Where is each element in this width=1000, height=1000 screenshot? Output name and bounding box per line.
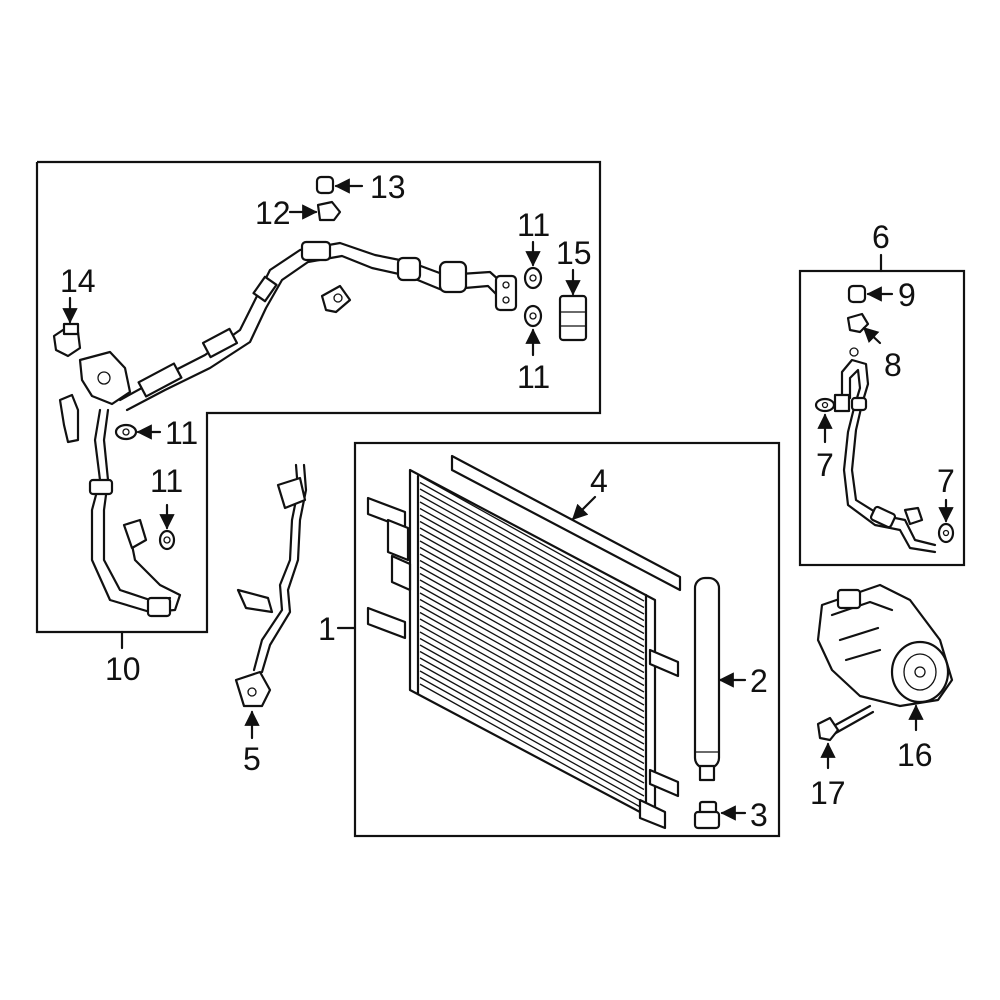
condenser-fin xyxy=(419,663,645,791)
callout-4: 4 xyxy=(590,463,608,499)
part-3-plug xyxy=(693,800,721,830)
condenser-fin xyxy=(419,481,645,609)
condenser-fin xyxy=(419,546,645,674)
callout-7-right: 7 xyxy=(937,463,955,499)
group-box-1 xyxy=(353,441,781,838)
part-14-sensor xyxy=(52,322,82,358)
condenser-fin xyxy=(419,579,645,706)
condenser-fin xyxy=(419,475,645,602)
condenser-fin xyxy=(419,559,645,687)
condenser-fin xyxy=(419,585,645,713)
callout-9: 9 xyxy=(898,277,916,313)
condenser-fin xyxy=(419,520,645,648)
part-13-cap xyxy=(315,175,335,195)
callout-8: 8 xyxy=(884,347,902,383)
callout-10: 10 xyxy=(105,651,141,687)
condenser-fin xyxy=(419,670,645,797)
callout-16: 16 xyxy=(897,737,933,773)
condenser-fin xyxy=(419,605,645,732)
condenser-fin xyxy=(419,657,645,784)
part-5-line xyxy=(234,463,308,708)
part-15-pressure-switch xyxy=(558,294,588,342)
callout-13: 13 xyxy=(370,169,406,205)
condenser-fin xyxy=(419,533,645,661)
arrow-8 xyxy=(862,326,882,345)
callout-15: 15 xyxy=(556,235,592,271)
arrow-4 xyxy=(571,495,597,521)
part-12-valve-core xyxy=(316,200,342,222)
condenser-fin xyxy=(419,631,645,758)
condenser-fin xyxy=(419,644,645,771)
callout-6: 6 xyxy=(872,219,890,255)
condenser-fin xyxy=(419,514,645,641)
condenser-fin xyxy=(419,618,645,745)
part-1-condenser xyxy=(366,468,680,830)
condenser-fin xyxy=(419,494,645,622)
condenser-fin xyxy=(419,566,645,693)
part-7-o-rings xyxy=(814,397,955,544)
callout-2: 2 xyxy=(750,663,768,699)
condenser-fin xyxy=(419,650,645,778)
condenser-fin xyxy=(419,592,645,719)
part-11-o-rings xyxy=(114,266,543,551)
callout-11-top: 11 xyxy=(517,207,550,243)
callout-11-lower: 11 xyxy=(150,463,183,499)
condenser-fin xyxy=(419,507,645,635)
part-16-compressor xyxy=(816,583,954,708)
condenser-fin xyxy=(419,553,645,680)
part-2-receiver-drier xyxy=(693,576,721,782)
part-17-bolt xyxy=(816,704,875,742)
callout-1: 1 xyxy=(318,611,336,647)
callout-12: 12 xyxy=(255,195,291,231)
condenser-fin xyxy=(419,683,645,810)
group-box-10 xyxy=(35,160,602,634)
callout-14: 14 xyxy=(60,263,96,299)
part-9-cap xyxy=(847,284,867,304)
condenser-fin xyxy=(419,676,645,804)
part-4-seal xyxy=(450,454,682,592)
callout-7-left: 7 xyxy=(816,447,834,483)
callout-11-mid: 11 xyxy=(517,359,550,395)
callout-17: 17 xyxy=(810,775,846,811)
condenser-fin xyxy=(419,501,645,628)
liquid-line xyxy=(833,347,937,554)
callout-5: 5 xyxy=(243,741,261,777)
condenser-fin xyxy=(419,540,645,667)
condenser-fin xyxy=(419,624,645,752)
ac-line-assembly xyxy=(58,240,518,618)
condenser-fin xyxy=(419,527,645,654)
condenser-fin xyxy=(419,572,645,700)
condenser-fin xyxy=(419,598,645,726)
condenser-fin xyxy=(419,488,645,615)
callout-3: 3 xyxy=(750,797,768,833)
callout-11-left: 11 xyxy=(165,415,198,451)
condenser-fin xyxy=(419,611,645,739)
condenser-fin xyxy=(419,637,645,765)
